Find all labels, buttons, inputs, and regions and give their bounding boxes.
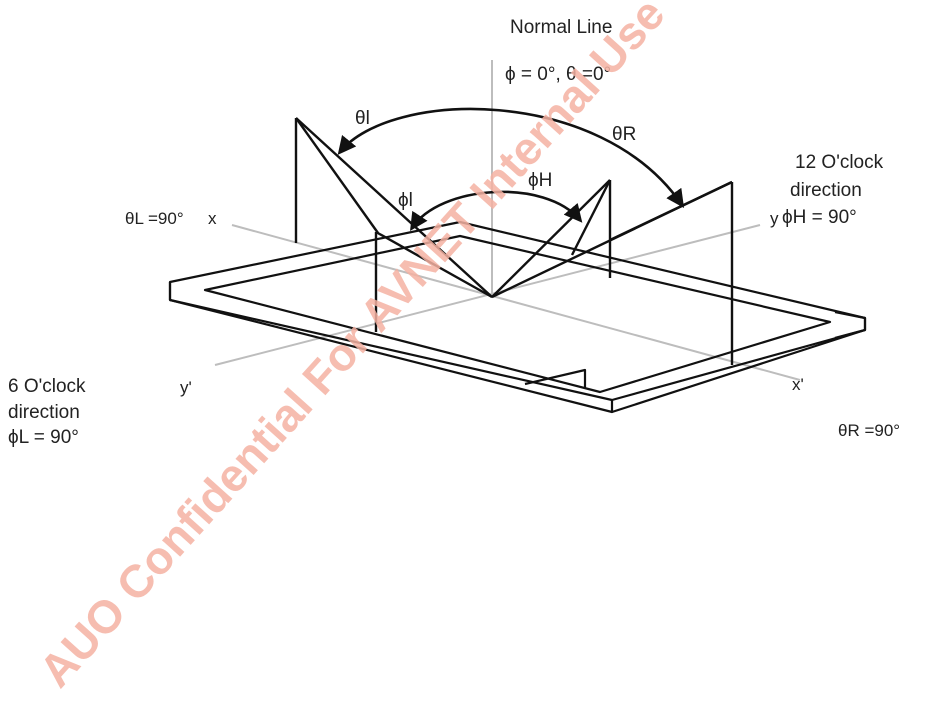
phi-inner-arc <box>410 190 583 232</box>
six-oclock-line1: 6 O'clock <box>8 376 86 397</box>
axis-lines <box>214 60 801 381</box>
right-plane-edge-2 <box>609 180 733 242</box>
x-axis-label: x <box>208 209 217 228</box>
lcd-panel <box>168 220 867 414</box>
twelve-oclock-line2: direction <box>790 180 862 201</box>
theta-r-90-label: θR =90° <box>838 421 900 440</box>
confidential-watermark: AUO Confidential For AVNET Internal Use … <box>29 0 752 697</box>
inner-left-edge <box>375 230 493 299</box>
six-oclock-line2: direction <box>8 402 80 423</box>
panel-tab <box>834 310 867 340</box>
normal-line-label: Normal Line <box>510 17 612 38</box>
theta-l-arc-label: θl <box>355 108 370 129</box>
six-oclock-line3: ϕL = 90° <box>8 427 79 448</box>
phi-h-arc-label: ϕH <box>528 170 552 191</box>
y-prime-label: y' <box>180 378 192 397</box>
theta-l-90-label: θL =90° <box>125 209 184 228</box>
diagram-labels: Normal Line ϕ = 0°, θ =0° θl θR ϕl ϕH θL… <box>8 17 900 448</box>
x-axis-line <box>231 224 801 381</box>
left-plane-edge-2 <box>295 117 379 234</box>
theta-r-arc-label: θR <box>612 124 636 145</box>
panel-front-edge <box>611 328 866 414</box>
phi-l-arc-label: ϕl <box>398 190 413 211</box>
normal-angles-label: ϕ = 0°, θ =0° <box>505 64 611 85</box>
twelve-oclock-line1: 12 O'clock <box>795 152 884 173</box>
angle-arcs <box>337 107 685 232</box>
panel-notch <box>524 368 587 388</box>
twelve-oclock-line3: ϕH = 90° <box>782 207 857 228</box>
y-axis-label: y <box>770 209 779 228</box>
theta-outer-arc <box>337 107 685 209</box>
x-prime-label: x' <box>792 375 804 394</box>
